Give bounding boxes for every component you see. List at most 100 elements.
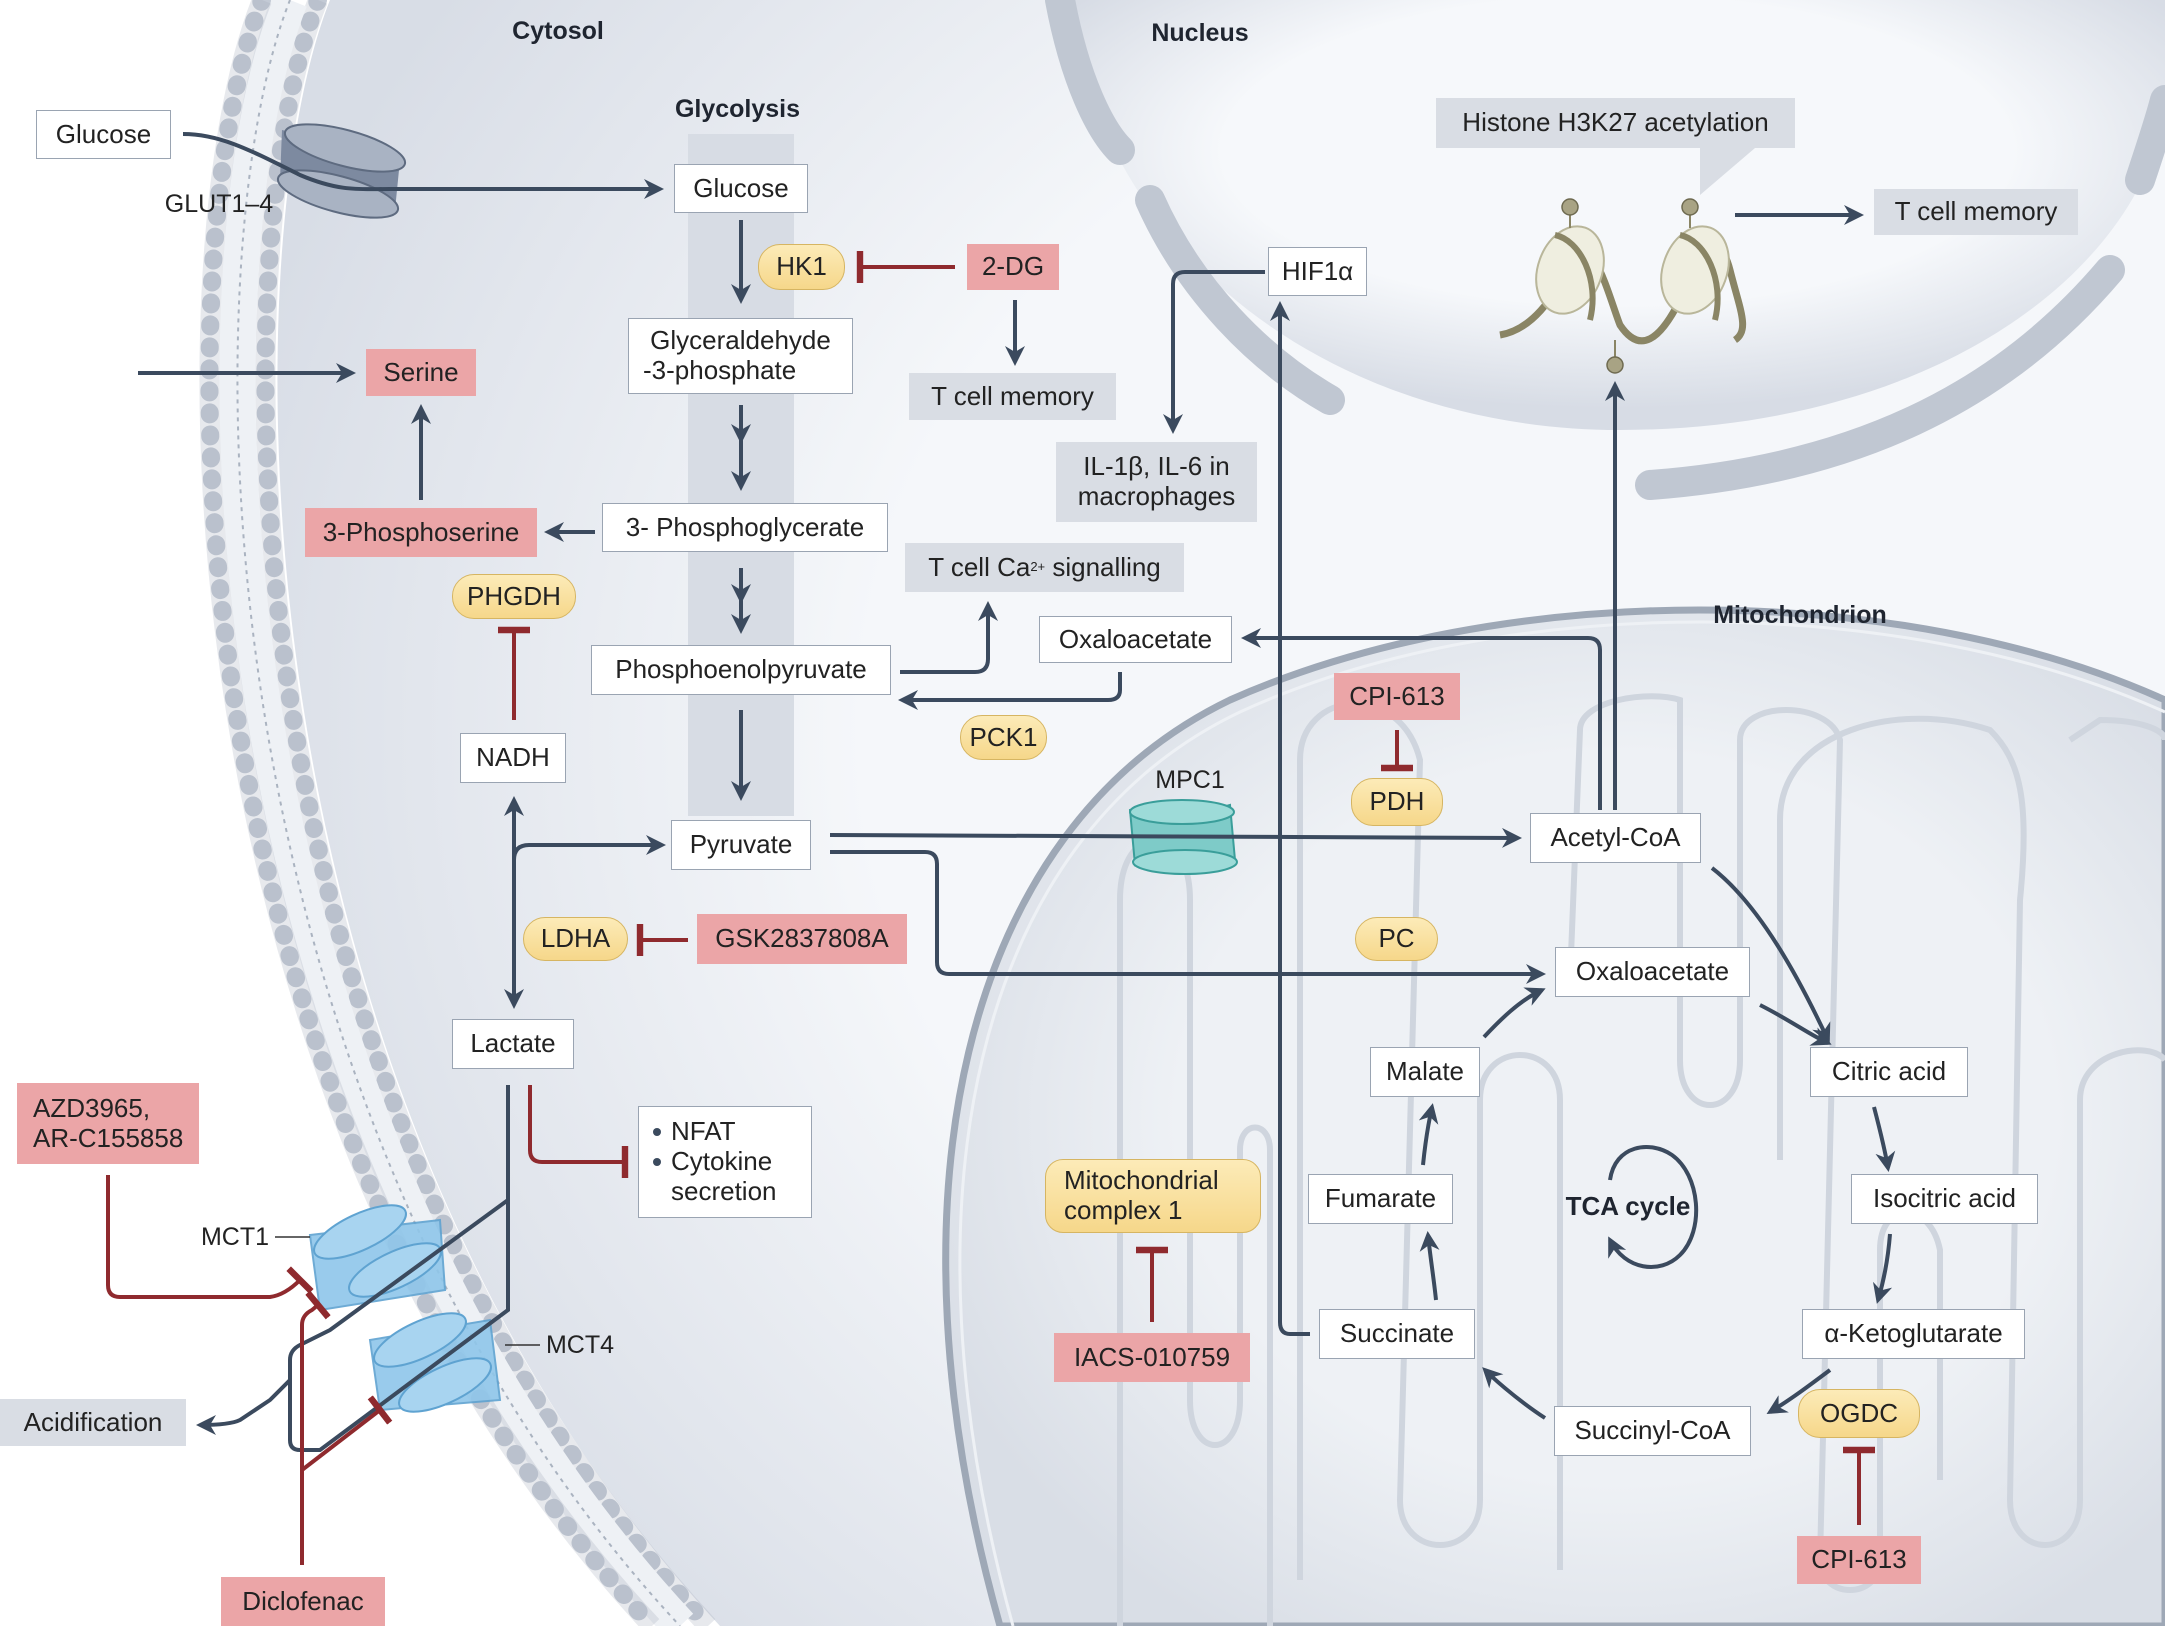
iacs-010759-drug: IACS-010759 [1054, 1333, 1250, 1382]
g3p-box: Glyceraldehyde -3-phosphate [628, 318, 853, 394]
phgdh-enzyme: PHGDH [452, 574, 576, 619]
2dg-drug: 2-DG [967, 244, 1059, 290]
succinate-box: Succinate [1319, 1309, 1475, 1359]
pep-box: Phosphoenolpyruvate [591, 645, 891, 695]
succinyl-coa-box: Succinyl-CoA [1554, 1406, 1751, 1456]
g3p-line2: -3-phosphate [643, 355, 797, 385]
arrow-lactate-pyruvate [512, 835, 666, 861]
acetyl-coa-box: Acetyl-CoA [1530, 813, 1701, 863]
arrow-pyruvate-acetylcoa [829, 827, 1522, 848]
nfat-cytokine-box: NFAT Cytokine secretion [638, 1106, 812, 1218]
arrow-malate-oaa [1482, 987, 1546, 1039]
akg-box: α-Ketoglutarate [1802, 1309, 2025, 1359]
il-macrophages-outcome: IL-1β, IL-6 in macrophages [1056, 442, 1257, 522]
ca-suffix: signalling [1045, 551, 1161, 582]
arrow-acetylcoa-citric [1710, 866, 1831, 1044]
arrow-acidification [196, 1378, 292, 1435]
mct4-label: MCT4 [545, 1330, 615, 1359]
mpc1-label: MPC1 [1155, 765, 1225, 794]
arrow-hif-il [1163, 270, 1265, 434]
inhibit-diclofenac-mct4 [300, 1395, 393, 1472]
nucleosome-icon [1499, 148, 1755, 374]
mct1-label: MCT1 [200, 1222, 270, 1251]
arrow-oaa-citric [1759, 1003, 1832, 1046]
ldha-enzyme: LDHA [523, 917, 628, 961]
arrow-oaa-pep [898, 672, 1122, 710]
phosphoglycerate-box: 3- Phosphoglycerate [602, 503, 888, 552]
azd3965-drug: AZD3965, AR-C155858 [17, 1083, 199, 1164]
nucleus [1045, 0, 2165, 500]
azd-line1: AZD3965, [33, 1092, 151, 1123]
ca-prefix: T cell Ca [928, 551, 1031, 582]
glycolysis-label: Glycolysis [674, 94, 801, 123]
gsk2837808a-drug: GSK2837808A [697, 914, 907, 964]
histone-acetylation-outcome: Histone H3K27 acetylation [1436, 98, 1795, 148]
arrow-pep-ca [900, 601, 998, 674]
fumarate-box: Fumarate [1308, 1174, 1453, 1224]
ca-superscript: 2+ [1030, 559, 1046, 575]
g3p-line1: Glyceraldehyde [650, 325, 831, 356]
il-line1: IL-1β, IL-6 in [1083, 451, 1230, 482]
oxaloacetate-cytosol-box: Oxaloacetate [1039, 616, 1232, 663]
citric-acid-box: Citric acid [1810, 1047, 1968, 1097]
ogdc-enzyme: OGDC [1798, 1389, 1920, 1438]
nadh-box: NADH [460, 733, 566, 783]
arrow-acetylcoa-oaa-cyto [1241, 628, 1602, 810]
hif1a-box: HIF1α [1268, 247, 1367, 296]
pc-enzyme: PC [1355, 917, 1438, 961]
glucose-extracellular-box: Glucose [36, 110, 171, 159]
nfat-item: NFAT [653, 1116, 736, 1147]
arrow-pyruvate-oaa [830, 850, 1546, 984]
secretion-item: secretion [671, 1175, 777, 1206]
isocitric-acid-box: Isocitric acid [1851, 1174, 2038, 1224]
pck1-enzyme: PCK1 [960, 715, 1047, 760]
il-line2: macrophages [1077, 481, 1236, 511]
arrow-lactate-export [288, 1085, 510, 1452]
tcell-memory-nucleus-outcome: T cell memory [1874, 189, 2078, 235]
arrow-citric-isocitric [1872, 1106, 1896, 1172]
inhibition-lines [106, 251, 1875, 1565]
pdh-enzyme: PDH [1351, 778, 1443, 826]
inhibit-lactate-nfat [528, 1085, 629, 1178]
inhibit-azd-mct1 [106, 1175, 314, 1299]
cytokine-item: Cytokine [653, 1146, 772, 1177]
hk1-enzyme: HK1 [758, 244, 845, 290]
oxaloacetate-mito-box: Oxaloacetate [1555, 947, 1750, 997]
mitochondrial-complex1-enzyme: Mitochondrial complex 1 [1045, 1159, 1261, 1233]
tcell-memory-2dg-outcome: T cell memory [909, 373, 1116, 420]
pyruvate-box: Pyruvate [671, 820, 811, 870]
nucleus-label: Nucleus [1151, 18, 1249, 47]
arrow-succinate-fumarate [1419, 1231, 1440, 1301]
arrow-akg-succinylcoa [1766, 1368, 1832, 1415]
azd-line2: AR-C155858 [33, 1122, 184, 1153]
glucose-box: Glucose [674, 164, 808, 213]
arrow-succinate-hif [1270, 301, 1310, 1336]
complex1-line1: Mitochondrial [1064, 1165, 1219, 1196]
cpi613-top-drug: CPI-613 [1334, 673, 1460, 720]
arrow-succinylcoa-succinate [1482, 1367, 1547, 1420]
serine-box: Serine [366, 349, 476, 396]
inhibit-diclofenac-mct1 [300, 1290, 331, 1565]
activation-arrows [138, 132, 1896, 1452]
bullet-icon [653, 1127, 661, 1136]
lactate-box: Lactate [452, 1019, 574, 1069]
tca-cycle-label: TCA cycle [1565, 1191, 1691, 1222]
malate-box: Malate [1370, 1047, 1480, 1097]
diclofenac-drug: Diclofenac [221, 1577, 385, 1626]
mct1-transporter-icon [308, 1204, 447, 1312]
cytosol-label: Cytosol [512, 16, 604, 45]
acidification-outcome: Acidification [0, 1399, 186, 1446]
glut-label: GLUT1–4 [164, 189, 274, 218]
complex1-line2: complex 1 [1064, 1195, 1183, 1225]
tca-cycle-loop [1608, 1145, 1699, 1269]
arrow-fumarate-malate [1418, 1103, 1439, 1166]
cpi613-bottom-drug: CPI-613 [1797, 1536, 1921, 1584]
arrow-isocitric-akg [1873, 1233, 1893, 1304]
mitochondrion [942, 606, 2165, 1626]
phosphoserine-box: 3-Phosphoserine [305, 508, 537, 557]
arrow-glucose-import [182, 132, 664, 199]
mitochondrion-label: Mitochondrion [1713, 600, 1887, 629]
bullet-icon [653, 1157, 661, 1166]
